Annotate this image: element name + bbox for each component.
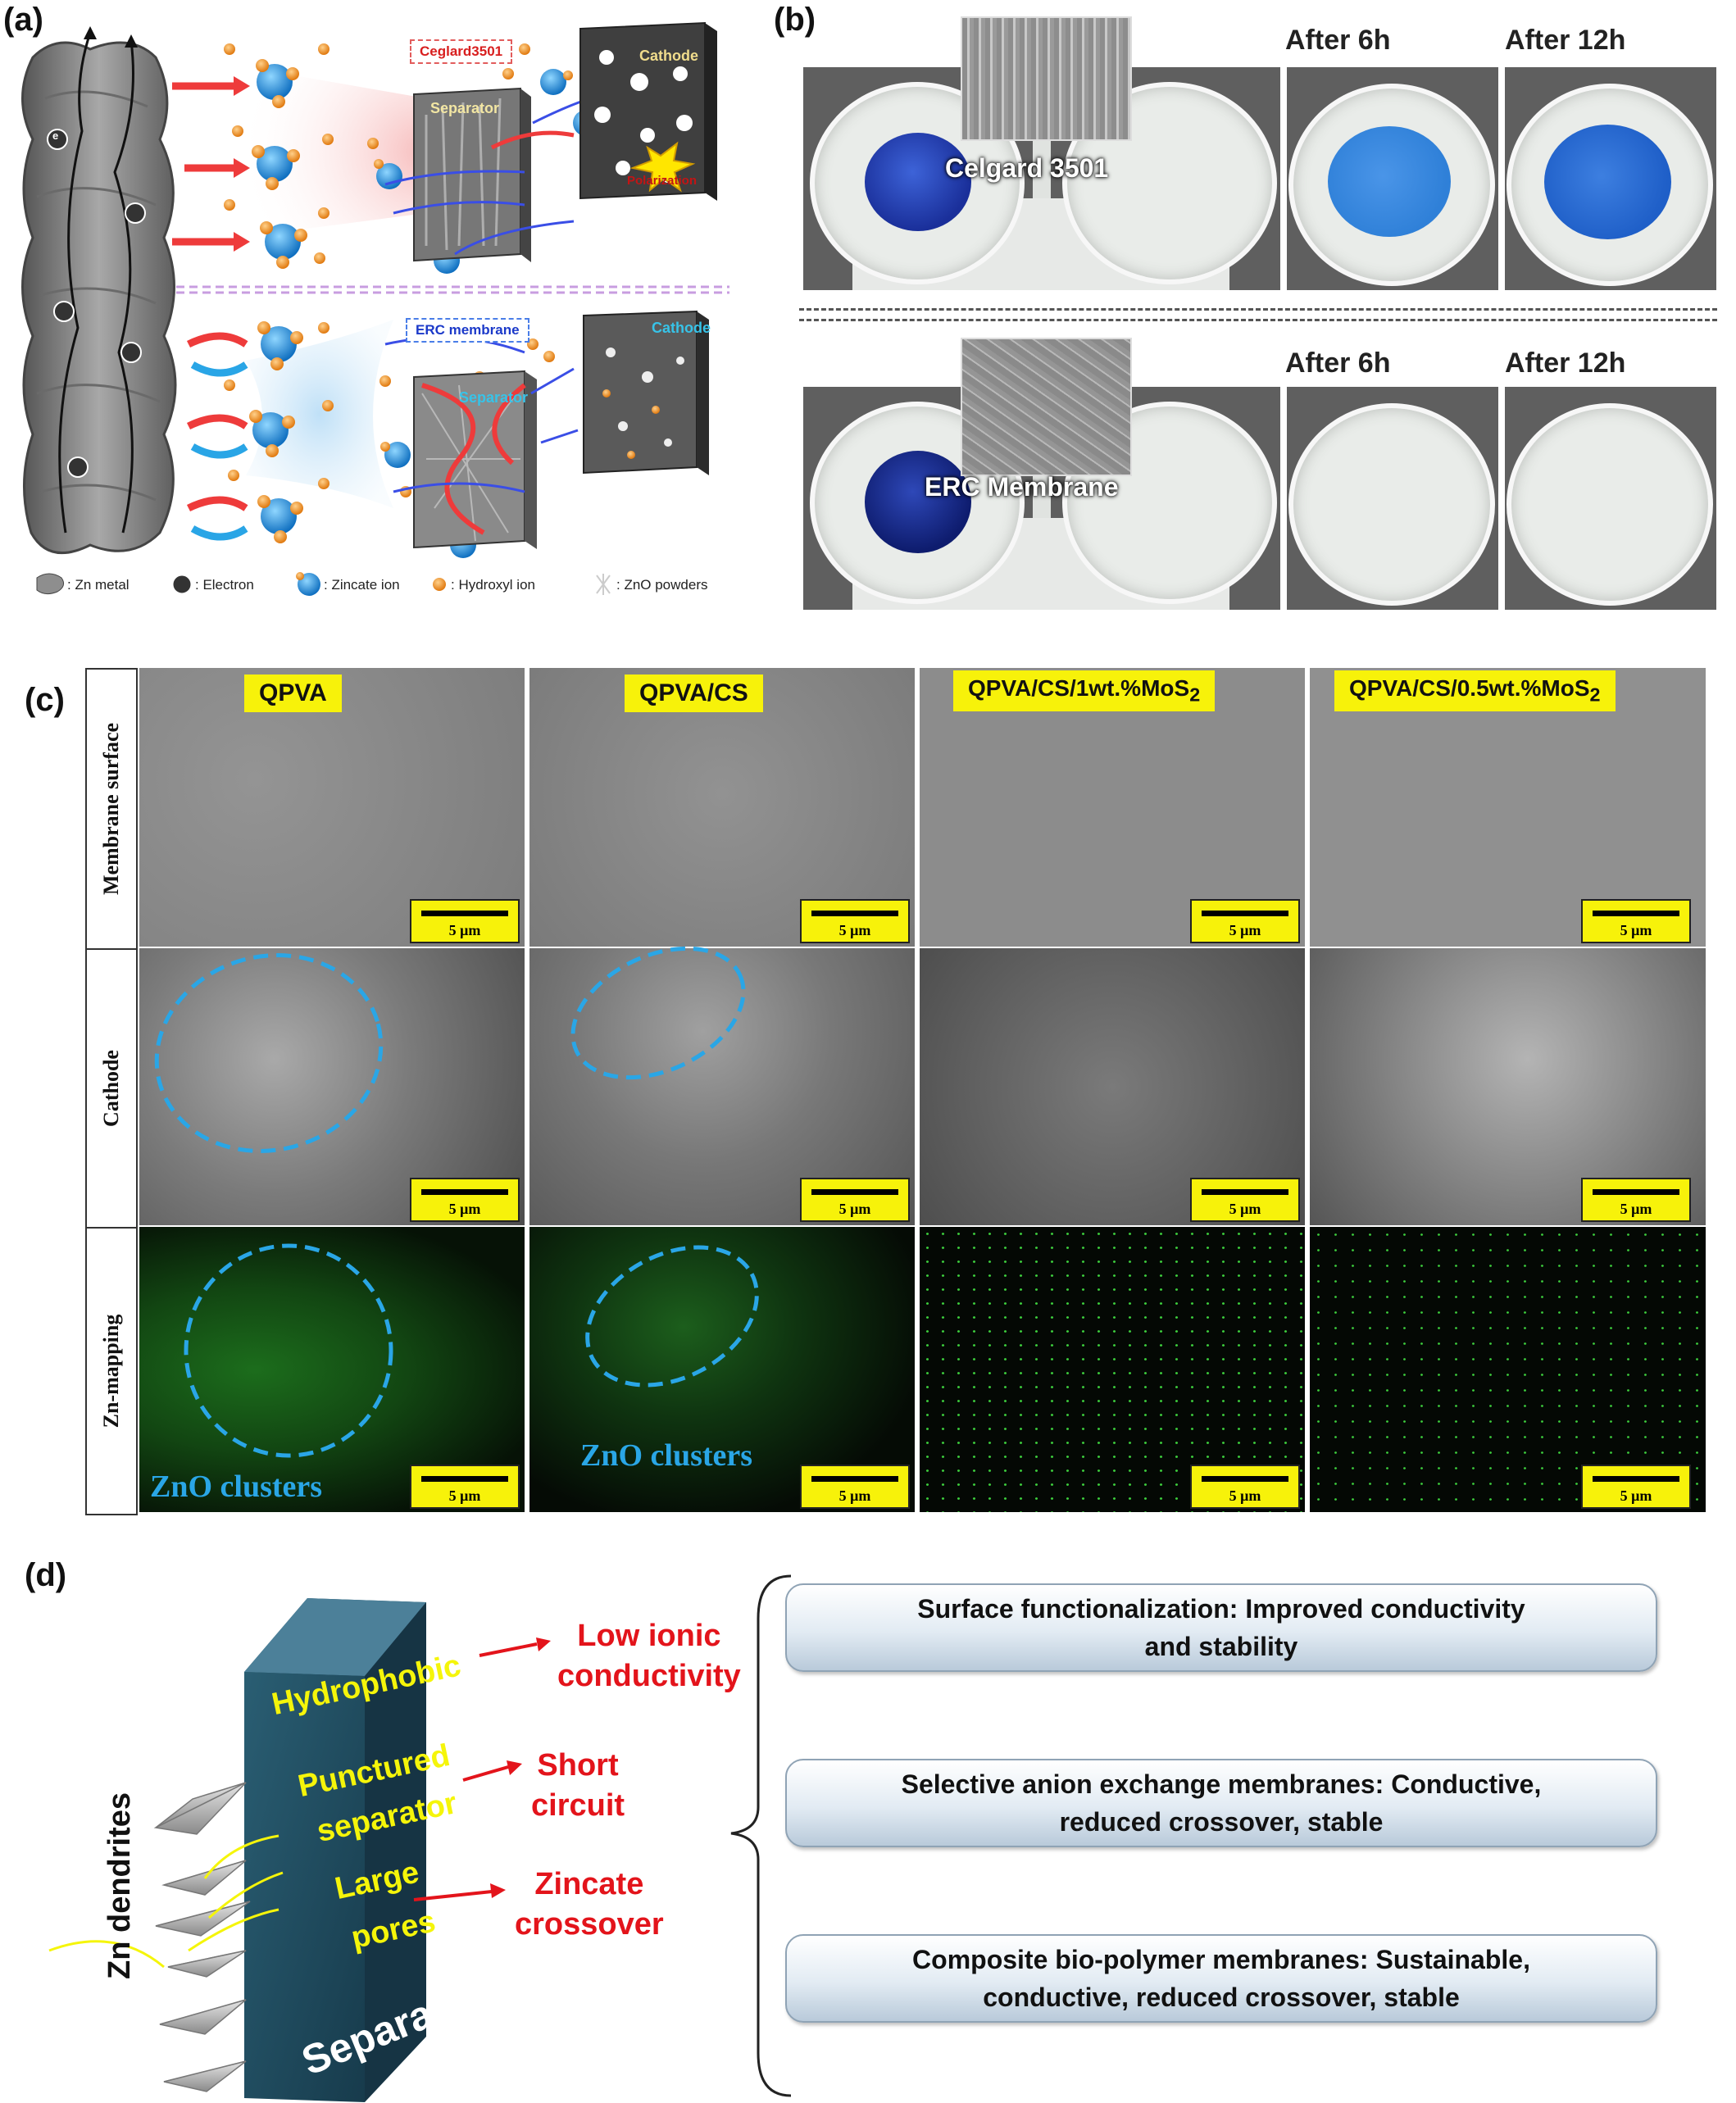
column-header-1wt-mos2: QPVA/CS/1wt.%MoS2 <box>953 670 1216 711</box>
after-6h-top: After 6h <box>1285 25 1391 56</box>
scale-bar: 5 μm <box>410 1465 520 1509</box>
celgard-label: Celgard 3501 <box>945 153 1109 183</box>
scale-bar: 5 μm <box>1581 1178 1691 1222</box>
scale-bar: 5 μm <box>800 1178 910 1222</box>
zno-clusters-label: ZnO clusters <box>580 1438 753 1473</box>
celgard-12h-photo <box>1505 67 1716 290</box>
solution-bio-polymer: Composite bio-polymer membranes: Sustain… <box>785 1934 1657 2023</box>
zno-clusters-label: ZnO clusters <box>150 1469 323 1504</box>
celgard-tag: Ceglard3501 <box>410 39 513 64</box>
column-header-qpva: QPVA <box>244 675 342 712</box>
zn-dendrites-label: Zn dendrites <box>102 1792 137 1979</box>
legend-zn-metal: : Zn metal <box>67 577 130 593</box>
scale-bar: 5 μm <box>1190 1465 1300 1509</box>
column-header-05wt-mos2: QPVA/CS/0.5wt.%MoS2 <box>1334 670 1616 711</box>
top-separator-label: Separator <box>430 100 500 116</box>
erc-6h-photo <box>1287 387 1498 610</box>
panel-d-label: (d) <box>25 1557 67 1593</box>
zn-metal-column <box>21 26 177 555</box>
solution-surface-functionalization: Surface functionalization: Improved cond… <box>785 1583 1657 1672</box>
row-label-membrane-surface: Membrane surface <box>85 668 138 950</box>
legend-electron: : Electron <box>195 577 254 593</box>
row-label-cathode: Cathode <box>85 948 138 1229</box>
panel-b-label: (b) <box>774 2 816 38</box>
erc-label: ERC Membrane <box>925 472 1119 502</box>
top-separator-tile <box>384 87 591 262</box>
after-12h-bottom: After 12h <box>1505 347 1626 379</box>
celgard-sem-inset <box>961 16 1132 141</box>
scale-bar: 5 μm <box>410 1178 520 1222</box>
polarization-label: Polarization <box>627 174 698 188</box>
legend-zno-powder: : ZnO powders <box>616 577 708 593</box>
column-header-qpva-cs: QPVA/CS <box>625 675 763 712</box>
bottom-cathode-label: Cathode <box>652 320 711 336</box>
panel-a-label: (a) <box>3 2 43 38</box>
panel-b-divider <box>799 308 1717 321</box>
blue-solution <box>865 133 971 231</box>
scale-bar: 5 μm <box>410 899 520 943</box>
panel-c-label: (c) <box>25 682 65 718</box>
separator-diagram <box>48 1598 551 2102</box>
legend-icons <box>36 572 611 596</box>
scale-bar: 5 μm <box>1581 899 1691 943</box>
top-cathode-tile <box>579 21 717 201</box>
scale-bar: 5 μm <box>800 899 910 943</box>
legend-hydroxyl-ion: : Hydroxyl ion <box>451 577 535 593</box>
scale-bar: 5 μm <box>1190 1178 1300 1222</box>
row-label-zn-mapping: Zn-mapping <box>85 1227 138 1515</box>
bottom-cathode-tile <box>583 310 709 475</box>
bottom-separator-label: Separator <box>459 389 529 406</box>
erc-12h-photo <box>1505 387 1716 610</box>
scale-bar: 5 μm <box>800 1465 910 1509</box>
legend-zincate-ion: : Zincate ion <box>324 577 400 593</box>
scale-bar: 5 μm <box>1190 899 1300 943</box>
bottom-separator-tile <box>384 336 579 549</box>
after-6h-bottom: After 6h <box>1285 347 1391 379</box>
zno-cluster-outlines <box>154 946 759 1458</box>
scale-bar: 5 μm <box>1581 1465 1691 1509</box>
top-cathode-label: Cathode <box>639 48 698 64</box>
erc-sem-inset <box>961 338 1132 476</box>
solution-anion-exchange: Selective anion exchange membranes: Cond… <box>785 1759 1657 1847</box>
celgard-6h-photo <box>1287 67 1498 290</box>
electron-label: e <box>52 129 59 142</box>
zn-dendrite-cones <box>153 1782 251 2092</box>
brace <box>730 1574 792 2097</box>
after-12h-top: After 12h <box>1505 25 1626 56</box>
erc-tag: ERC membrane <box>406 318 529 343</box>
electron-markers <box>47 129 146 478</box>
panel-a-schematic <box>21 21 729 596</box>
